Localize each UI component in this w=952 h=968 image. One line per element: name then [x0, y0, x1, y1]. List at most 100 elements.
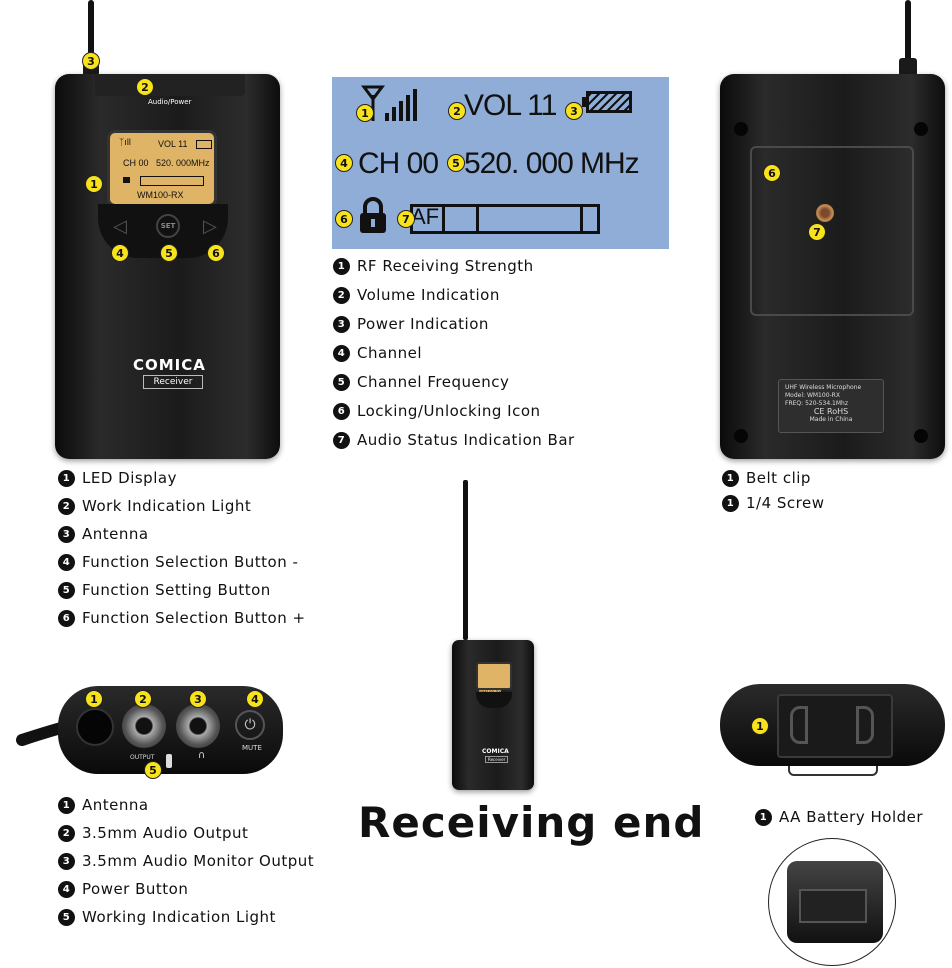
right-button[interactable]: ▷ — [203, 216, 217, 237]
marker-1: 1 — [85, 175, 103, 193]
legend-item: 1 Antenna — [58, 796, 314, 814]
bar-divider-1 — [442, 207, 445, 231]
page-title: Receiving end — [358, 798, 705, 847]
battery-tip — [582, 97, 586, 107]
audio-bar — [140, 176, 204, 186]
small-brand-sub: Receiver — [485, 756, 509, 763]
spec-line: CE RoHS — [813, 407, 849, 416]
legend-item: 1 1/4 Screw — [722, 494, 825, 512]
legend-item: 2 Volume Indication — [333, 286, 575, 304]
lcd-marker-1: 1 — [356, 104, 374, 122]
small-receiver-body: WM100-RX COMICA Receiver — [452, 640, 534, 790]
power-button[interactable]: ⏻ — [235, 710, 265, 740]
small-lcd — [476, 662, 512, 690]
legend-number: 5 — [333, 373, 350, 391]
legend-label: Antenna — [82, 525, 149, 543]
small-brand: COMICA — [482, 748, 509, 755]
panel-marker-3: 3 — [189, 690, 207, 708]
audio-output-jack[interactable] — [122, 704, 166, 748]
legend-label: AA Battery Holder — [779, 808, 924, 826]
channel: CH 00 — [358, 147, 439, 180]
panel-marker-4: 4 — [246, 690, 264, 708]
battery-icon — [196, 140, 212, 149]
back-marker-6: 6 — [763, 164, 781, 182]
legend-label: Belt clip — [746, 469, 811, 487]
lcd-small: ᛉıll VOL 11 CH 00 520. 000MHz — [107, 130, 217, 207]
legend-label: 3.5mm Audio Output — [82, 824, 249, 842]
screw-hole — [914, 122, 928, 136]
battery-slot — [799, 889, 867, 923]
legend-number: 1 — [58, 796, 75, 814]
latch-right — [856, 706, 874, 744]
marker-6: 6 — [207, 244, 225, 262]
antenna — [88, 0, 94, 62]
back-marker-7: 7 — [808, 223, 826, 241]
top-cap — [95, 74, 245, 96]
screw-hole — [914, 429, 928, 443]
set-button[interactable]: SET — [156, 214, 180, 238]
small-buttons — [476, 692, 512, 708]
legend-item: 4 Channel — [333, 344, 575, 362]
lcd-marker-7: 7 — [397, 210, 415, 228]
legend-item: 1 AA Battery Holder — [755, 808, 923, 826]
legend-number: 7 — [333, 431, 350, 449]
legend-number: 4 — [333, 344, 350, 362]
legend-label: 3.5mm Audio Monitor Output — [82, 852, 315, 870]
legend-label: 1/4 Screw — [746, 494, 825, 512]
brand-logo: COMICA — [133, 356, 206, 374]
marker-5: 5 — [160, 244, 178, 262]
belt-clip[interactable] — [750, 146, 914, 316]
model-label: WM100-RX — [137, 190, 184, 200]
legend-number: 3 — [58, 525, 75, 543]
bar-divider-3 — [580, 207, 583, 231]
legend-label: Locking/Unlocking Icon — [357, 402, 541, 420]
legend-number: 2 — [333, 286, 350, 304]
legend-label: Volume Indication — [357, 286, 500, 304]
legend-label: Channel — [357, 344, 423, 362]
battery-zoom-circle — [768, 838, 896, 966]
legend-label: Power Indication — [357, 315, 489, 333]
monitor-output-jack[interactable] — [176, 704, 220, 748]
spec-line: Made in China — [809, 416, 853, 423]
lcd-marker-2: 2 — [448, 102, 466, 120]
marker-3: 3 — [82, 52, 100, 70]
panel-marker-1: 1 — [85, 690, 103, 708]
lock-icon — [360, 197, 386, 233]
legend-number: 3 — [58, 852, 75, 870]
top-label: Audio/Power — [148, 98, 192, 106]
antenna — [463, 480, 468, 640]
legend-number: 1 — [755, 808, 772, 826]
legend-number: 4 — [58, 880, 75, 898]
left-button[interactable]: ◁ — [113, 216, 127, 237]
audio-status-bar: AF — [410, 204, 600, 234]
lcd-marker-6: 6 — [335, 210, 353, 228]
legend-label: LED Display — [82, 469, 177, 487]
screw-mount — [816, 204, 834, 222]
screw-hole — [734, 122, 748, 136]
lcd-display: VOL 11 CH 00 520. 000 MHz AF 1 2 3 4 5 6… — [332, 77, 669, 249]
panel-marker-5: 5 — [144, 761, 162, 779]
screw-hole — [734, 429, 748, 443]
legend-number: 2 — [58, 497, 75, 515]
battery-marker-1: 1 — [751, 717, 769, 735]
legend-number: 1 — [722, 494, 739, 512]
legend-number: 1 — [58, 469, 75, 487]
spec-line: FREQ: 520-534.1Mhz — [785, 400, 848, 407]
marker-4: 4 — [111, 244, 129, 262]
legend-item: 3 Antenna — [58, 525, 306, 543]
antenna-base — [899, 58, 917, 76]
lcd-marker-3: 3 — [565, 102, 583, 120]
legend-label: Audio Status Indication Bar — [357, 431, 575, 449]
legend-label: Antenna — [82, 796, 149, 814]
output-label: OUTPUT — [130, 754, 155, 761]
